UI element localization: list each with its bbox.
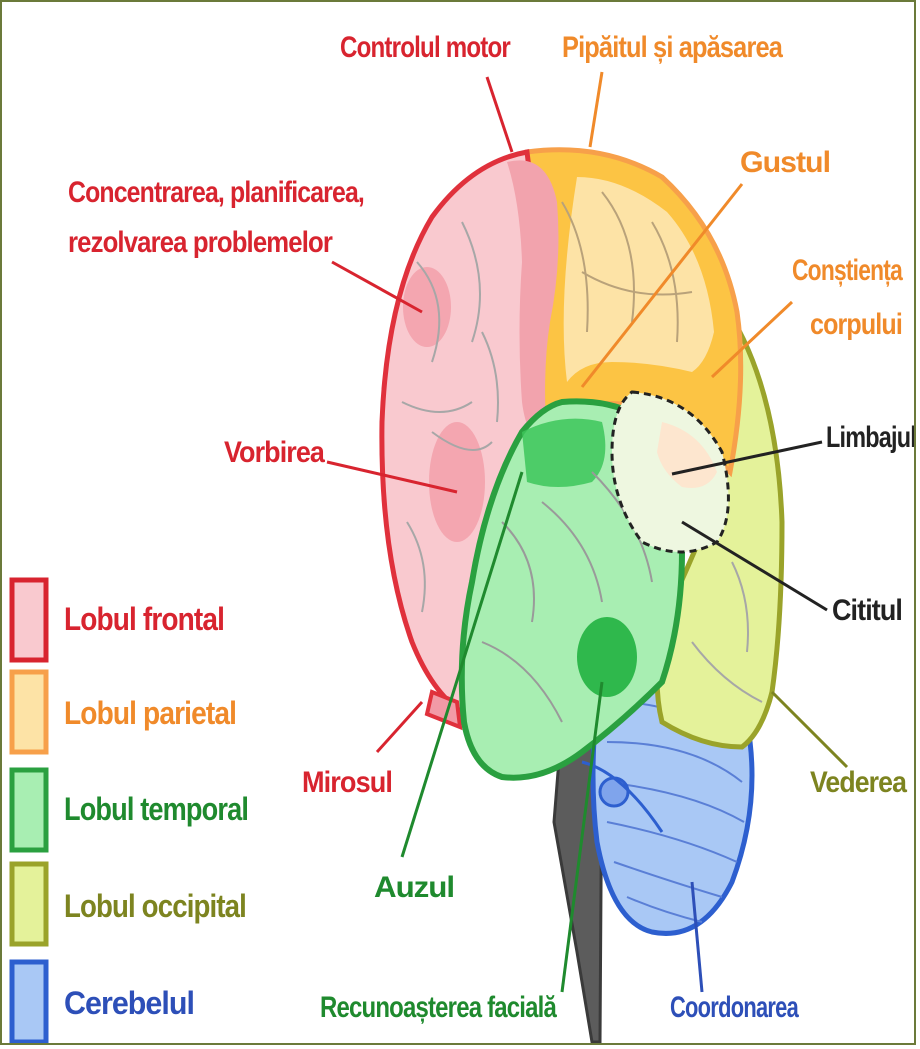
- legend-label-occipital: Lobul occipital: [64, 888, 246, 924]
- label-coordination: Coordonarea: [670, 991, 799, 1024]
- label-speech: Vorbirea: [224, 436, 325, 469]
- label-reading: Cititul: [832, 594, 902, 627]
- legend-swatch-parietal: [12, 672, 46, 752]
- label-concentration-line1: Concentrarea, planificarea,: [68, 176, 364, 209]
- label-body-awareness-line1: Conștiența: [792, 254, 903, 287]
- label-body-awareness-line2: corpului: [810, 308, 902, 341]
- legend-label-cerebellum: Cerebelul: [64, 985, 194, 1021]
- label-touch: Pipăitul și apăsarea: [562, 31, 783, 64]
- legend-swatch-temporal: [12, 770, 46, 850]
- label-hearing: Auzul: [374, 871, 454, 904]
- label-language: Limbajul: [826, 421, 916, 454]
- label-smell: Mirosul: [302, 766, 392, 799]
- label-vision: Vederea: [810, 766, 907, 799]
- legend: [12, 580, 46, 1042]
- legend-swatch-occipital: [12, 864, 46, 944]
- legend-label-temporal: Lobul temporal: [64, 791, 248, 827]
- legend-label-frontal: Lobul frontal: [64, 601, 224, 637]
- label-face-recognition: Recunoașterea facială: [320, 991, 557, 1024]
- legend-swatch-frontal: [12, 580, 46, 660]
- legend-label-parietal: Lobul parietal: [64, 695, 236, 731]
- label-motor: Controlul motor: [340, 31, 511, 64]
- label-taste: Gustul: [740, 146, 830, 179]
- label-concentration-line2: rezolvarea problemelor: [68, 226, 333, 259]
- legend-swatch-cerebellum: [12, 962, 46, 1042]
